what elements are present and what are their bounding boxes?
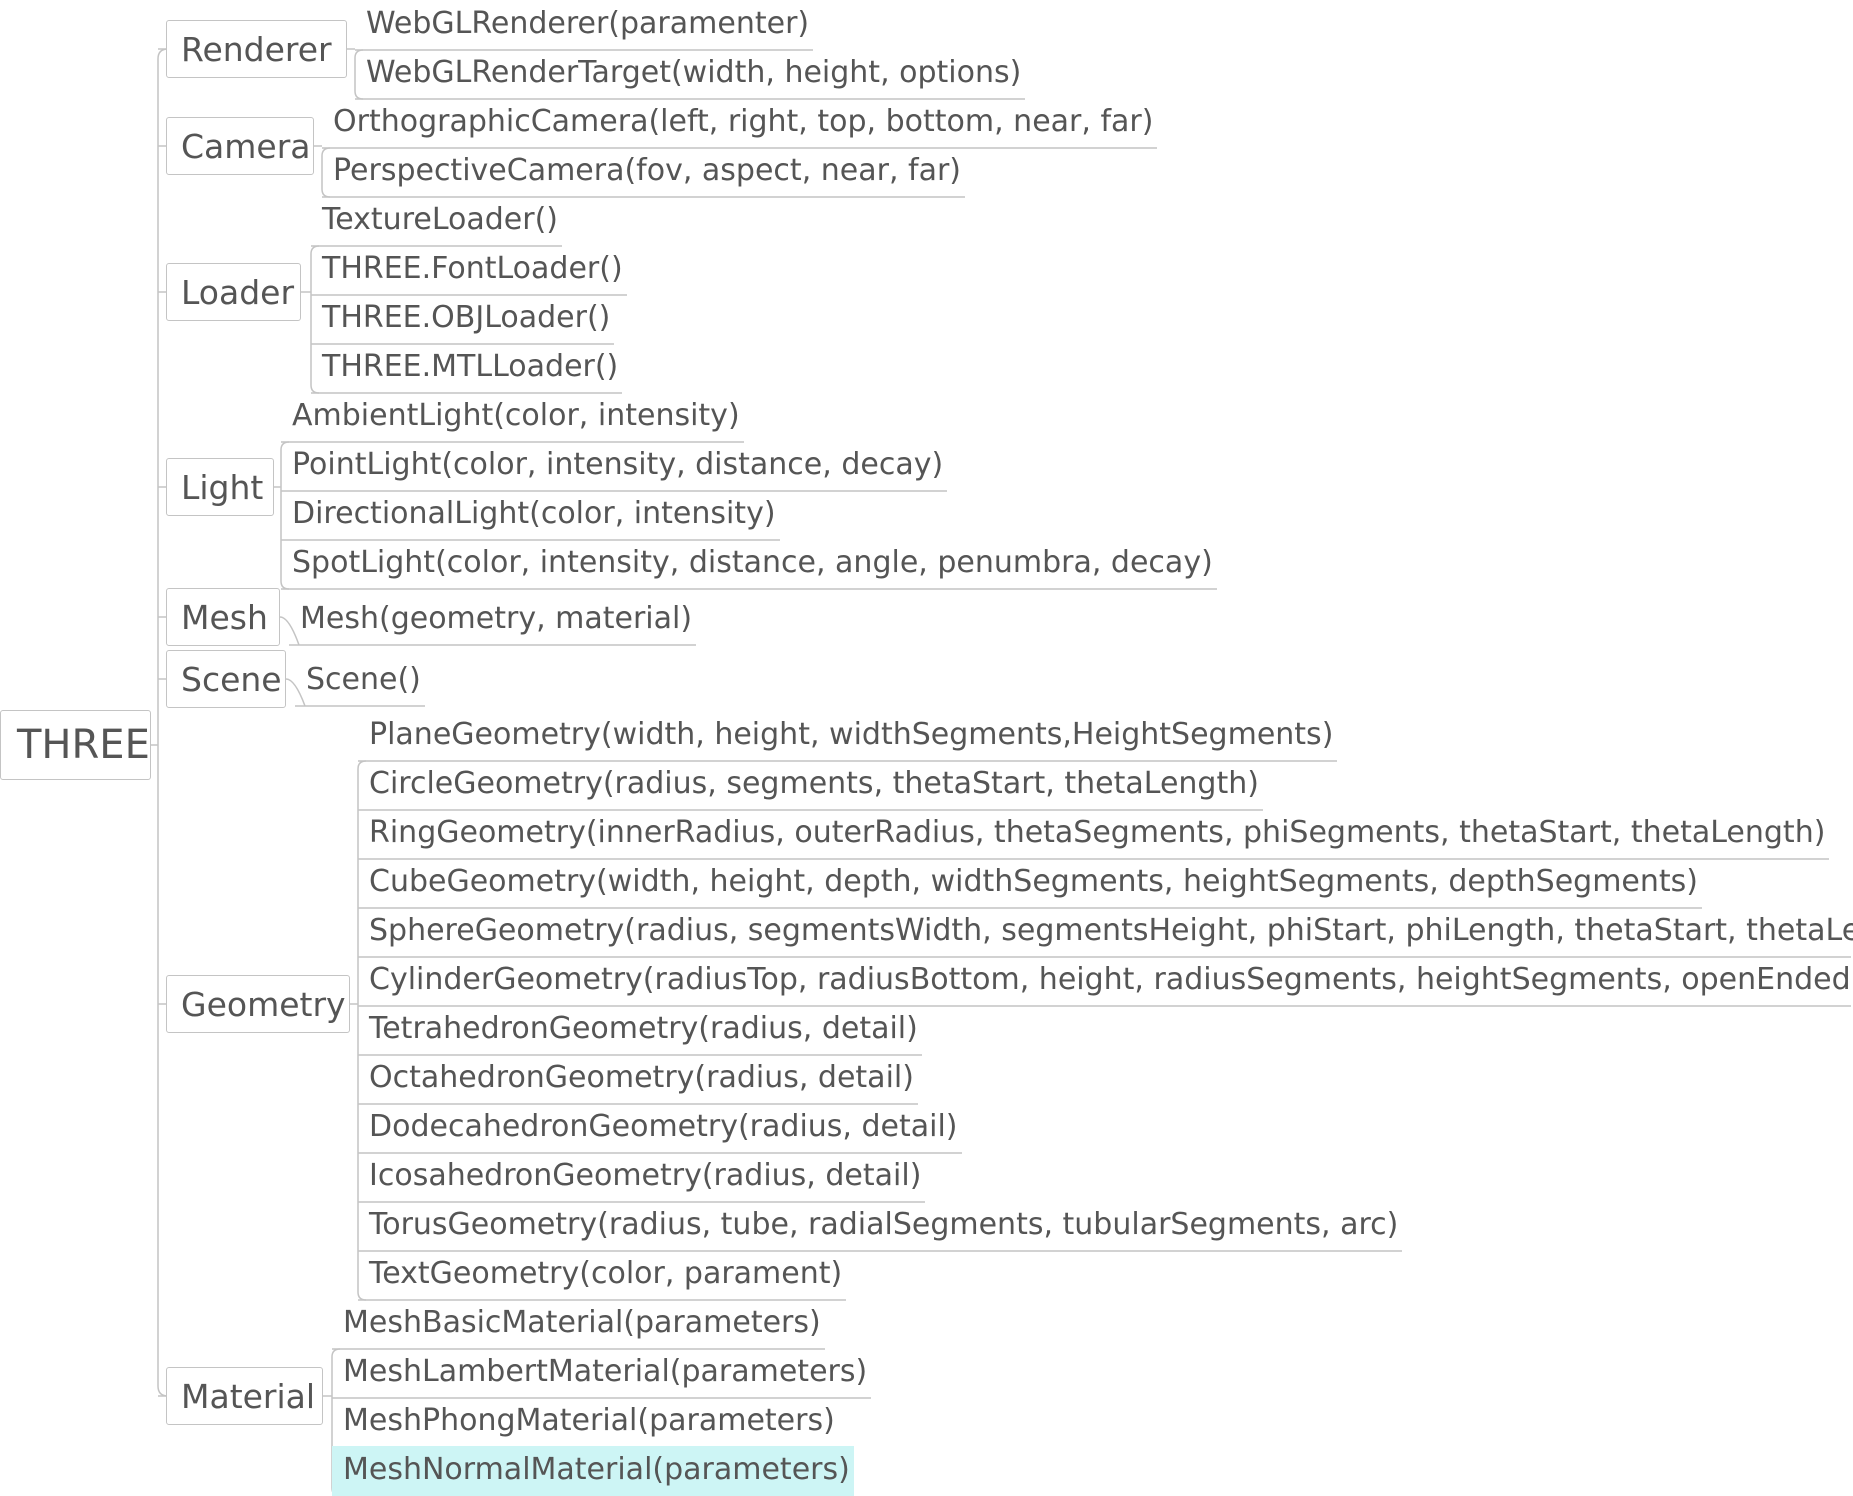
leaf-label: OctahedronGeometry(radius, detail) bbox=[369, 1060, 914, 1095]
leaf-node-ringgeometry[interactable]: RingGeometry(innerRadius, outerRadius, t… bbox=[358, 809, 1829, 859]
category-label: Loader bbox=[181, 272, 295, 312]
category-label: Camera bbox=[181, 126, 311, 166]
leaf-label: Scene() bbox=[306, 662, 421, 697]
leaf-node-cubegeometry[interactable]: CubeGeometry(width, height, depth, width… bbox=[358, 858, 1702, 908]
leaf-node-torusgeometry[interactable]: TorusGeometry(radius, tube, radialSegmen… bbox=[358, 1201, 1402, 1251]
leaf-node-three-fontloader[interactable]: THREE.FontLoader() bbox=[311, 245, 627, 295]
leaf-bracket bbox=[331, 1348, 341, 1492]
root-node[interactable]: THREE bbox=[0, 710, 151, 780]
leaf-node-three-mtlloader[interactable]: THREE.MTLLoader() bbox=[311, 343, 622, 393]
leaf-label: THREE.FontLoader() bbox=[322, 251, 623, 286]
leaf-node-pointlight[interactable]: PointLight(color, intensity, distance, d… bbox=[281, 441, 947, 491]
category-label: Geometry bbox=[181, 984, 346, 1024]
category-label: Scene bbox=[181, 659, 282, 699]
leaf-label: IcosahedronGeometry(radius, detail) bbox=[369, 1158, 922, 1193]
category-label: Mesh bbox=[181, 597, 268, 637]
leaf-label: CylinderGeometry(radiusTop, radiusBottom… bbox=[369, 962, 1853, 997]
leaf-label: MeshNormalMaterial(parameters) bbox=[343, 1452, 850, 1487]
leaf-bracket bbox=[321, 147, 331, 198]
leaf-node-perspectivecamera[interactable]: PerspectiveCamera(fov, aspect, near, far… bbox=[322, 147, 965, 197]
leaf-node-orthographiccamera[interactable]: OrthographicCamera(left, right, top, bot… bbox=[322, 98, 1157, 148]
leaf-label: Mesh(geometry, material) bbox=[300, 601, 693, 636]
leaf-label: WebGLRenderTarget(width, height, options… bbox=[366, 55, 1022, 90]
category-node-mesh[interactable]: Mesh bbox=[166, 588, 280, 646]
leaf-label: SphereGeometry(radius, segmentsWidth, se… bbox=[369, 913, 1853, 948]
leaf-label: DodecahedronGeometry(radius, detail) bbox=[369, 1109, 958, 1144]
leaf-node-planegeometry[interactable]: PlaneGeometry(width, height, widthSegmen… bbox=[358, 711, 1337, 761]
leaf-node-spotlight[interactable]: SpotLight(color, intensity, distance, an… bbox=[281, 539, 1217, 589]
leaf-label: TetrahedronGeometry(radius, detail) bbox=[369, 1011, 918, 1046]
leaf-node-three-objloader[interactable]: THREE.OBJLoader() bbox=[311, 294, 614, 344]
leaf-node-icosahedrongeometry[interactable]: IcosahedronGeometry(radius, detail) bbox=[358, 1152, 925, 1202]
category-node-loader[interactable]: Loader bbox=[166, 263, 301, 321]
leaf-label: MeshLambertMaterial(parameters) bbox=[343, 1354, 868, 1389]
leaf-label: AmbientLight(color, intensity) bbox=[292, 398, 740, 433]
leaf-node-mesh[interactable]: Mesh(geometry, material) bbox=[289, 595, 696, 645]
leaf-connector bbox=[279, 616, 300, 646]
leaf-label: PerspectiveCamera(fov, aspect, near, far… bbox=[333, 153, 962, 188]
leaf-connector bbox=[285, 678, 306, 707]
leaf-node-meshlambertmaterial[interactable]: MeshLambertMaterial(parameters) bbox=[332, 1348, 871, 1398]
leaf-node-webglrenderer[interactable]: WebGLRenderer(paramenter) bbox=[355, 0, 813, 50]
leaf-label: TextGeometry(color, parament) bbox=[369, 1256, 843, 1291]
leaf-bracket bbox=[357, 760, 367, 1301]
leaf-label: PointLight(color, intensity, distance, d… bbox=[292, 447, 944, 482]
leaf-node-webglrendertarget[interactable]: WebGLRenderTarget(width, height, options… bbox=[355, 49, 1025, 99]
category-node-scene[interactable]: Scene bbox=[166, 650, 286, 708]
leaf-node-meshnormalmaterial[interactable]: MeshNormalMaterial(parameters) bbox=[332, 1446, 854, 1496]
trunk-line bbox=[157, 48, 169, 1397]
leaf-label: MeshBasicMaterial(parameters) bbox=[343, 1305, 821, 1340]
leaf-node-tetrahedrongeometry[interactable]: TetrahedronGeometry(radius, detail) bbox=[358, 1005, 922, 1055]
category-node-material[interactable]: Material bbox=[166, 1367, 323, 1425]
leaf-node-circlegeometry[interactable]: CircleGeometry(radius, segments, thetaSt… bbox=[358, 760, 1263, 810]
leaf-node-meshphongmaterial[interactable]: MeshPhongMaterial(parameters) bbox=[332, 1397, 839, 1447]
leaf-label: SpotLight(color, intensity, distance, an… bbox=[292, 545, 1213, 580]
leaf-node-textgeometry[interactable]: TextGeometry(color, parament) bbox=[358, 1250, 846, 1300]
leaf-node-scene[interactable]: Scene() bbox=[295, 656, 425, 706]
root-label: THREE bbox=[17, 722, 150, 768]
category-label: Renderer bbox=[181, 29, 332, 69]
leaf-label: OrthographicCamera(left, right, top, bot… bbox=[333, 104, 1154, 139]
leaf-label: THREE.OBJLoader() bbox=[322, 300, 611, 335]
category-label: Light bbox=[181, 467, 264, 507]
leaf-bracket bbox=[354, 49, 364, 100]
leaf-label: WebGLRenderer(paramenter) bbox=[366, 6, 810, 41]
leaf-node-directionallight[interactable]: DirectionalLight(color, intensity) bbox=[281, 490, 780, 540]
category-node-renderer[interactable]: Renderer bbox=[166, 20, 347, 78]
leaf-node-cylindergeometry[interactable]: CylinderGeometry(radiusTop, radiusBottom… bbox=[358, 956, 1853, 1006]
category-node-light[interactable]: Light bbox=[166, 458, 274, 516]
category-node-geometry[interactable]: Geometry bbox=[166, 975, 350, 1033]
category-node-camera[interactable]: Camera bbox=[166, 117, 314, 175]
category-label: Material bbox=[181, 1376, 316, 1416]
leaf-label: PlaneGeometry(width, height, widthSegmen… bbox=[369, 717, 1334, 752]
leaf-node-octahedrongeometry[interactable]: OctahedronGeometry(radius, detail) bbox=[358, 1054, 918, 1104]
leaf-node-spheregeometry[interactable]: SphereGeometry(radius, segmentsWidth, se… bbox=[358, 907, 1853, 957]
leaf-bracket bbox=[310, 245, 320, 394]
leaf-label: MeshPhongMaterial(parameters) bbox=[343, 1403, 835, 1438]
leaf-label: THREE.MTLLoader() bbox=[322, 349, 619, 384]
leaf-bracket bbox=[280, 441, 290, 590]
leaf-label: TextureLoader() bbox=[322, 202, 558, 237]
leaf-node-dodecahedrongeometry[interactable]: DodecahedronGeometry(radius, detail) bbox=[358, 1103, 962, 1153]
leaf-label: CircleGeometry(radius, segments, thetaSt… bbox=[369, 766, 1259, 801]
leaf-node-meshbasicmaterial[interactable]: MeshBasicMaterial(parameters) bbox=[332, 1299, 825, 1349]
leaf-node-textureloader[interactable]: TextureLoader() bbox=[311, 196, 562, 246]
leaf-node-ambientlight[interactable]: AmbientLight(color, intensity) bbox=[281, 392, 744, 442]
leaf-label: DirectionalLight(color, intensity) bbox=[292, 496, 776, 531]
leaf-label: TorusGeometry(radius, tube, radialSegmen… bbox=[369, 1207, 1399, 1242]
leaf-label: CubeGeometry(width, height, depth, width… bbox=[369, 864, 1698, 899]
leaf-label: RingGeometry(innerRadius, outerRadius, t… bbox=[369, 815, 1826, 850]
